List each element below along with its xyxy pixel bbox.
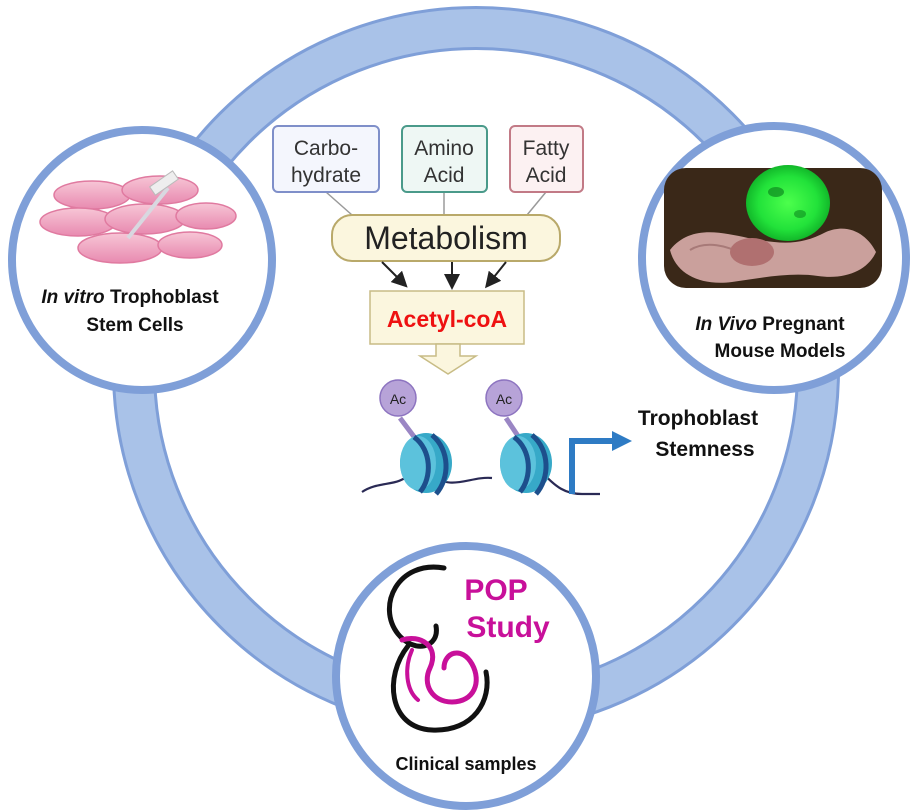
- arrow-left: [381, 261, 408, 288]
- input-box-carbohydrate: Carbo- hydrate: [272, 125, 380, 193]
- acetyl-coa-box: Acetyl-coA: [369, 290, 525, 345]
- ac-label: Ac: [496, 391, 512, 407]
- chromatin: Ac Ac: [361, 379, 632, 496]
- outcome-line2: Stemness: [655, 438, 754, 461]
- invivo-label-line2: Mouse Models: [715, 341, 846, 362]
- invitro-italic: In vitro: [41, 287, 104, 308]
- culture-dishes-illustration: [39, 170, 237, 264]
- input-label-line2: Acid: [526, 164, 567, 187]
- input-label-line1: Carbo-: [294, 137, 358, 160]
- pop-title-line1: POP: [464, 574, 527, 607]
- pregnant-mouse-photo: [664, 165, 882, 288]
- clinical-node: POP Study Clinical samples: [332, 542, 600, 810]
- invitro-node: In vitro Trophoblast Stem Cells: [8, 126, 276, 394]
- invivo-label-line1: In Vivo Pregnant: [695, 314, 845, 335]
- input-label-line1: Amino: [414, 137, 474, 160]
- outcome-line1: Trophoblast: [638, 407, 758, 430]
- nucleosome: [500, 416, 552, 496]
- metabolism-label: Metabolism: [364, 220, 528, 256]
- input-label-line2: hydrate: [291, 164, 361, 187]
- metabolism-pathway: Carbo- hydrate Amino Acid Fatty Acid Met…: [272, 125, 584, 375]
- invitro-label-line2: Stem Cells: [86, 315, 183, 336]
- input-label-line2: Acid: [424, 164, 465, 187]
- acetyl-mark: Ac: [379, 379, 417, 417]
- input-box-fatty-acid: Fatty Acid: [509, 125, 584, 193]
- acetyl-coa-label: Acetyl-coA: [387, 306, 507, 332]
- block-arrow-down: [417, 343, 479, 375]
- input-box-amino-acid: Amino Acid: [401, 125, 488, 193]
- invitro-label-line1: In vitro Trophoblast: [41, 287, 219, 308]
- invivo-node: In Vivo Pregnant Mouse Models: [638, 122, 910, 394]
- ac-label: Ac: [390, 391, 406, 407]
- input-label-line1: Fatty: [523, 137, 570, 160]
- fetus-logo: [386, 564, 490, 733]
- metabolism-box: Metabolism: [331, 214, 561, 262]
- nucleosome: [398, 416, 452, 496]
- transcription-arrow: [569, 438, 614, 494]
- invitro-rest: Trophoblast: [105, 287, 220, 308]
- transcription-arrowhead: [612, 431, 632, 451]
- pop-title-line2: Study: [466, 611, 550, 644]
- arrow-right: [485, 261, 507, 289]
- acetyl-mark: Ac: [485, 379, 523, 417]
- invivo-italic: In Vivo: [695, 314, 757, 335]
- invivo-rest: Pregnant: [757, 314, 845, 335]
- clinical-caption: Clinical samples: [395, 754, 536, 774]
